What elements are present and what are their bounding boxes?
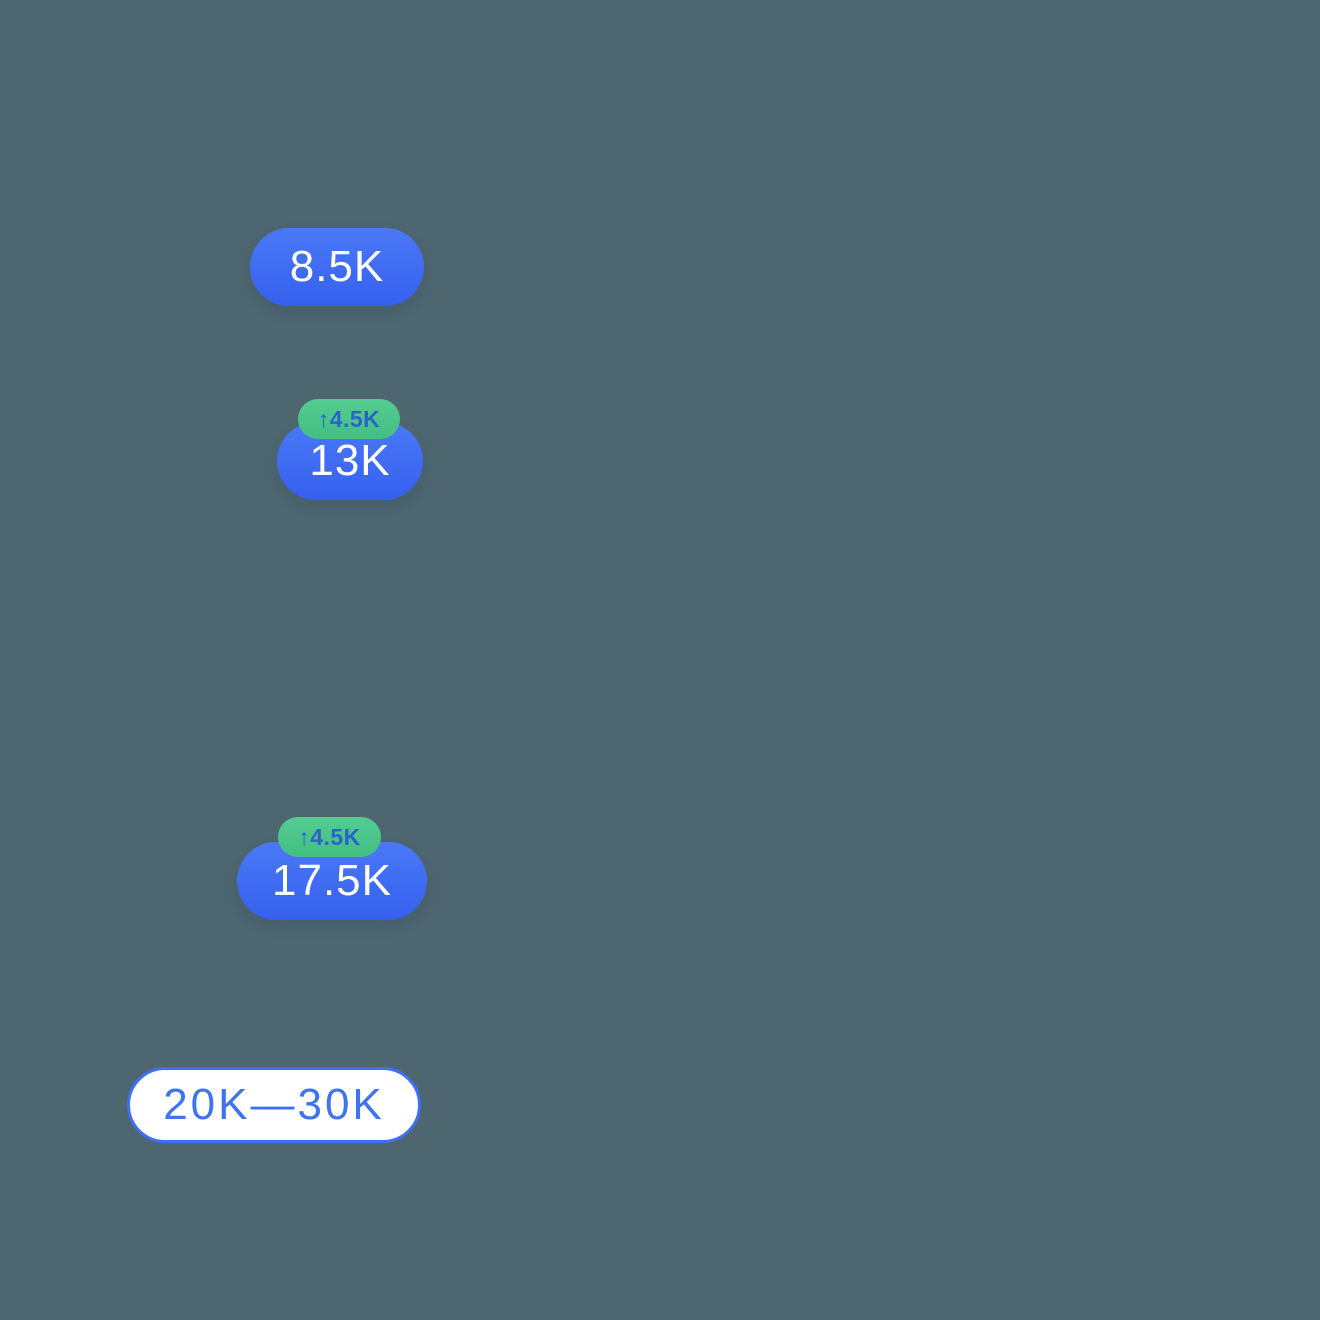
range-chip-20k-30k[interactable]: 20K—30K (127, 1067, 421, 1143)
delta-badge: ↑4.5K (298, 399, 400, 439)
value-badge-label: 17.5K (272, 856, 392, 905)
delta-badge-label: ↑4.5K (298, 823, 361, 850)
range-chip-label: 20K—30K (163, 1080, 385, 1129)
delta-badge: ↑4.5K (278, 817, 381, 857)
value-badge-8-5k[interactable]: 8.5K (250, 228, 424, 306)
value-badge-label: 13K (309, 436, 391, 485)
value-badge-17-5k[interactable]: 17.5K (237, 842, 427, 920)
value-badge-label: 8.5K (289, 242, 385, 291)
delta-badge-label: ↑4.5K (317, 405, 381, 432)
